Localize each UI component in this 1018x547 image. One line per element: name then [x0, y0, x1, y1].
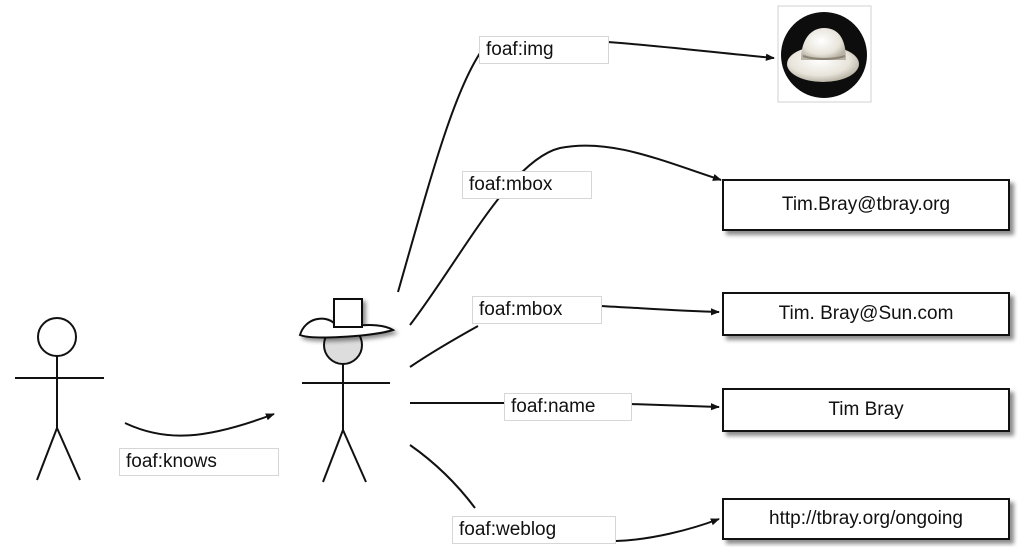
edge-label-weblog: foaf:weblog: [452, 516, 616, 544]
edge-weblog-line: [409, 444, 476, 509]
edge-weblog-arrow: [615, 518, 720, 542]
edge-knows: [124, 413, 275, 437]
node-weblog: http://tbray.org/ongoing: [722, 498, 1010, 540]
edge-mbox1-line: [409, 144, 722, 326]
edge-mbox2-line: [409, 325, 479, 368]
cowboy-hat-photo-icon: [777, 5, 872, 103]
edge-label-mbox-2: foaf:mbox: [472, 296, 602, 324]
edge-mbox2-arrow: [599, 305, 720, 316]
node-mbox-sun: Tim. Bray@Sun.com: [722, 292, 1010, 336]
node-mbox-tbray: Tim.Bray@tbray.org: [722, 179, 1010, 231]
edge-name-arrow: [629, 403, 720, 411]
edge-label-mbox-1: foaf:mbox: [462, 171, 592, 199]
person-stick-figure-icon: [15, 317, 104, 481]
node-name: Tim Bray: [722, 388, 1010, 432]
tim-cowboy-stick-figure-icon: [298, 298, 396, 483]
edge-label-knows: foaf:knows: [119, 448, 279, 476]
edge-img-arrow: [607, 41, 775, 61]
edges: [124, 41, 775, 542]
edge-label-img: foaf:img: [479, 36, 609, 64]
edge-img-line: [397, 45, 486, 293]
edge-label-name: foaf:name: [504, 393, 632, 421]
